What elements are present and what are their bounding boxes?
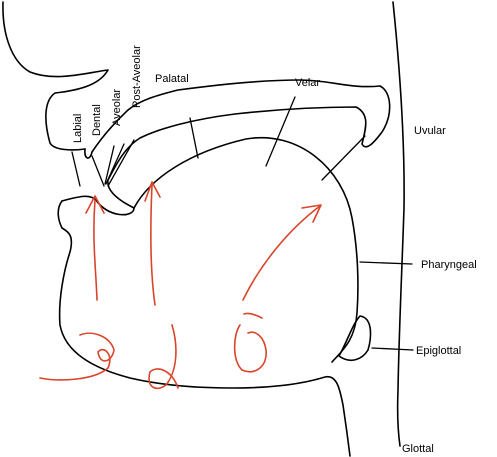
- aveolar-pointer-1: [104, 145, 115, 185]
- post-aveolar-pointer: [107, 139, 135, 187]
- palatal-pointer: [189, 117, 199, 159]
- label-aveolar: Aveolar: [111, 89, 123, 126]
- red-annotations: [39, 181, 322, 390]
- epiglottal-pointer: [371, 347, 414, 351]
- labial-pointer: [71, 151, 81, 187]
- face-profile: [2, 1, 109, 151]
- tongue-surface: [133, 136, 359, 363]
- pharynx-back-wall: [392, 1, 405, 447]
- uvular-pointer: [321, 135, 366, 181]
- label-labial: Labial: [72, 114, 84, 143]
- aveolar-pointer-2: [105, 143, 125, 185]
- label-epiglottal: Epiglottal: [416, 345, 461, 357]
- arrow-lips-to-teeth: [85, 195, 105, 301]
- dental-pointer: [91, 155, 105, 187]
- label-post-aveolar: Post-Aveolar: [131, 45, 143, 108]
- label-velar: Velar: [295, 77, 320, 89]
- scribble-circle: [233, 312, 267, 373]
- scribble-lower-lip: [39, 332, 115, 381]
- arrow-back-tongue: [242, 204, 322, 301]
- label-pharyngeal: Pharyngeal: [421, 259, 477, 271]
- arrow-front-tongue: [144, 181, 161, 306]
- label-pointer-lines: [71, 96, 414, 351]
- upper-teeth: [84, 148, 93, 159]
- pharyngeal-pointer: [359, 261, 413, 265]
- epiglottis: [338, 315, 372, 362]
- label-palatal: Palatal: [155, 73, 189, 85]
- scribble-jaw-loop: [148, 324, 179, 390]
- velar-pointer: [265, 96, 296, 167]
- label-dental: Dental: [91, 104, 103, 136]
- palate-roof: [61, 79, 391, 216]
- lower-jaw: [57, 200, 351, 457]
- label-uvular: Uvular: [414, 125, 446, 137]
- place-labels: Labial Dental Aveolar Post-Aveolar Palat…: [72, 45, 477, 455]
- anatomy-outline: [2, 1, 405, 457]
- label-glottal: Glottal: [402, 443, 434, 455]
